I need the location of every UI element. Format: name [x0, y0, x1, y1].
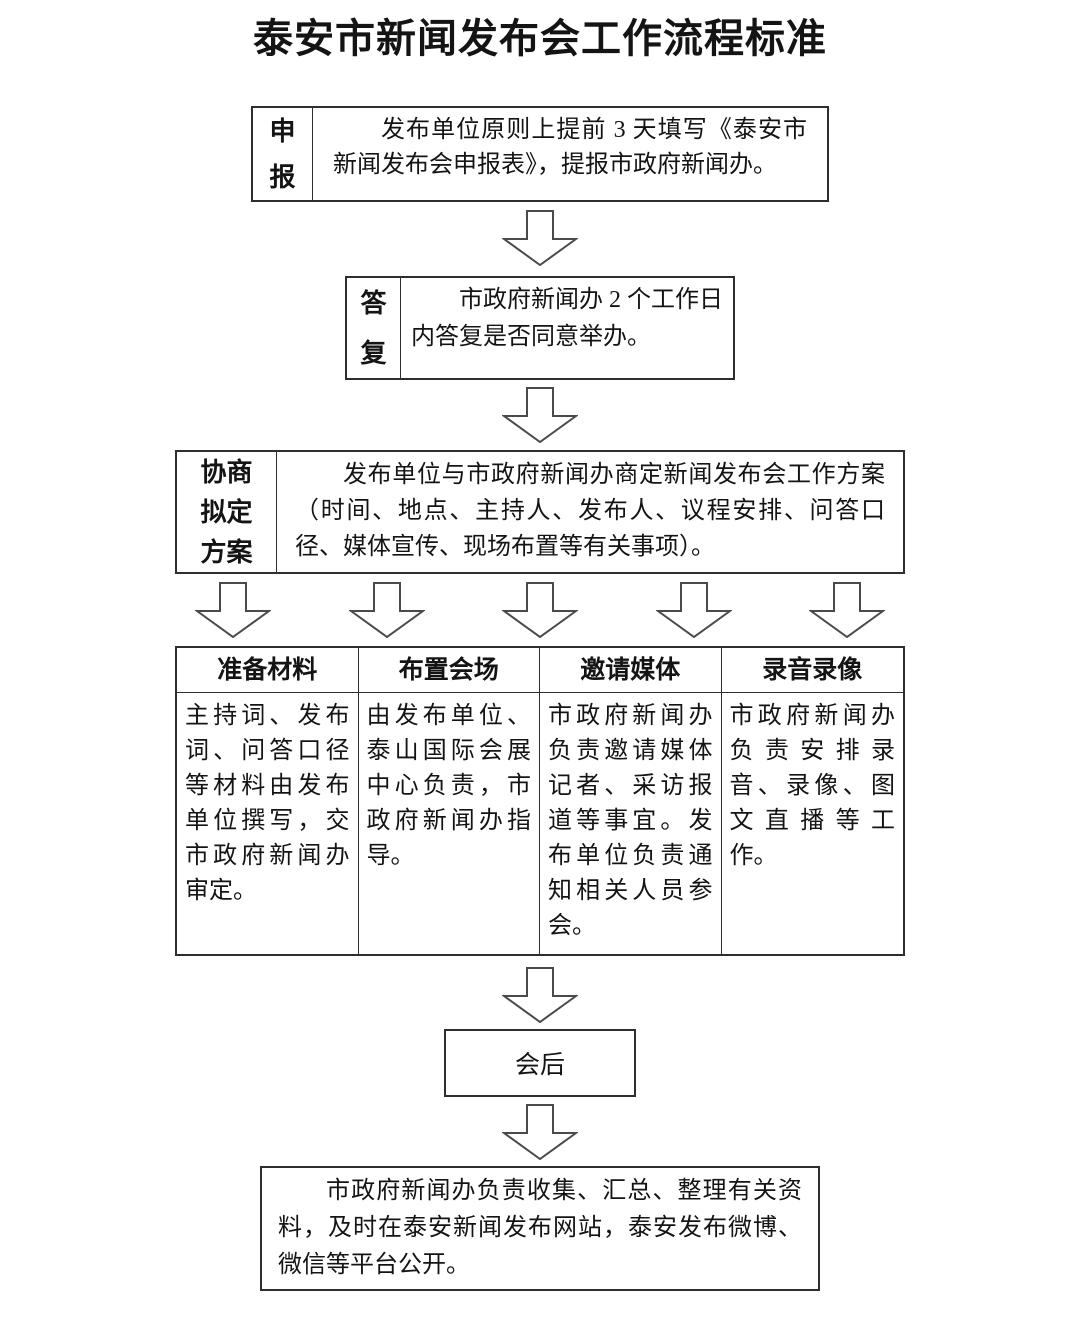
step-plan-box: 协商 拟定 方案 发布单位与市政府新闻办商定新闻发布会工作方案（时间、地点、主持… — [175, 450, 905, 574]
flowchart-page: 泰安市新闻发布会工作流程标准 申 报 发布单位原则上提前 3 天填写《泰安市新闻… — [0, 16, 1080, 1311]
down-arrow-icon — [502, 582, 578, 638]
flowchart: 申 报 发布单位原则上提前 3 天填写《泰安市新闻发布会申报表》，提报市政府新闻… — [0, 64, 1080, 1311]
step-after-meeting-label: 会后 — [514, 1052, 565, 1079]
page-title: 泰安市新闻发布会工作流程标准 — [253, 16, 827, 61]
step-publish-box: 市政府新闻办负责收集、汇总、整理有关资料，及时在泰安新闻发布网站，泰安发布微博、… — [260, 1166, 820, 1291]
column-recording: 录音录像 市政府新闻办负责安排录音、录像、图文直播等工作。 — [721, 648, 903, 954]
step-declare-label: 申 报 — [253, 108, 313, 200]
column-text-recording: 市政府新闻办负责安排录音、录像、图文直播等工作。 — [729, 703, 896, 869]
step-reply-box: 答 复 市政府新闻办 2 个工作日内答复是否同意举办。 — [345, 276, 735, 380]
column-header-prepare-materials: 准备材料 — [177, 648, 358, 693]
column-text-prepare-materials: 主持词、发布词、问答口径等材料由发布单位撰写，交市政府新闻办审定。 — [185, 703, 350, 904]
column-invite-media: 邀请媒体 市政府新闻办负责邀请媒体记者、采访报道等事宜。发布单位负责通知相关人员… — [540, 648, 722, 954]
column-arrange-venue: 布置会场 由发布单位、泰山国际会展中心负责，市政府新闻办指导。 — [358, 648, 540, 954]
step-publish-text: 市政府新闻办负责收集、汇总、整理有关资料，及时在泰安新闻发布网站，泰安发布微博、… — [278, 1178, 802, 1278]
column-header-invite-media: 邀请媒体 — [540, 648, 721, 693]
column-text-arrange-venue: 由发布单位、泰山国际会展中心负责，市政府新闻办指导。 — [366, 703, 532, 869]
down-arrow-icon — [195, 582, 271, 638]
down-arrow-icon — [502, 967, 578, 1023]
step-declare-text: 发布单位原则上提前 3 天填写《泰安市新闻发布会申报表》，提报市政府新闻办。 — [333, 117, 807, 178]
step-reply-label: 答 复 — [347, 278, 401, 378]
down-arrow-icon — [348, 582, 425, 638]
step-declare-box: 申 报 发布单位原则上提前 3 天填写《泰安市新闻发布会申报表》，提报市政府新闻… — [251, 106, 829, 202]
column-header-arrange-venue: 布置会场 — [358, 648, 539, 693]
step-reply-text: 市政府新闻办 2 个工作日内答复是否同意举办。 — [411, 287, 723, 350]
column-prepare-materials: 准备材料 主持词、发布词、问答口径等材料由发布单位撰写，交市政府新闻办审定。 — [177, 648, 359, 954]
down-arrow-icon — [655, 582, 732, 638]
down-arrow-icon — [502, 387, 578, 443]
fanout-arrows — [175, 582, 905, 638]
step-plan-text: 发布单位与市政府新闻办商定新闻发布会工作方案（时间、地点、主持人、发布人、议程安… — [295, 462, 885, 560]
down-arrow-icon — [809, 582, 885, 638]
column-text-invite-media: 市政府新闻办负责邀请媒体记者、采访报道等事宜。发布单位负责通知相关人员参会。 — [548, 703, 713, 939]
step-plan-label: 协商 拟定 方案 — [177, 452, 277, 572]
column-header-recording: 录音录像 — [721, 648, 903, 693]
down-arrow-icon — [502, 210, 578, 266]
step-after-meeting-box: 会后 — [444, 1029, 636, 1097]
down-arrow-icon — [502, 1104, 578, 1160]
parallel-tasks-table: 准备材料 主持词、发布词、问答口径等材料由发布单位撰写，交市政府新闻办审定。 布… — [175, 646, 905, 956]
